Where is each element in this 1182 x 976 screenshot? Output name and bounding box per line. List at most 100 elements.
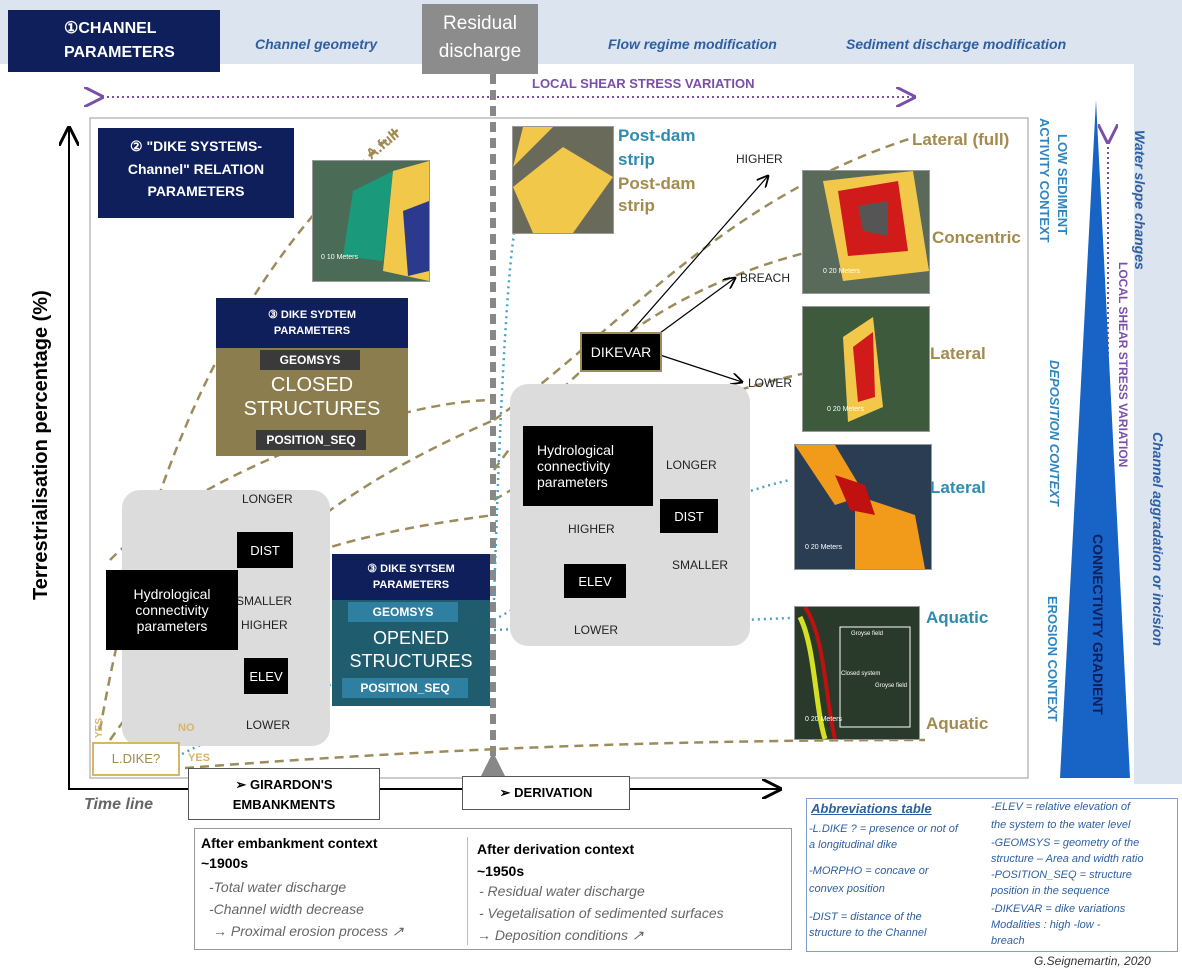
closed-pos: POSITION_SEQ xyxy=(256,430,366,450)
ctx-left-i2: -Channel width decrease xyxy=(209,901,364,917)
abbrev-c2-3: -GEOMSYS = geometry of the xyxy=(991,837,1140,849)
left-hydro-l2: connectivity xyxy=(135,602,209,618)
timeline-label: Time line xyxy=(84,796,154,813)
abbrev-c2-9: breach xyxy=(991,935,1025,947)
abbrev-table: Abbreviations table -L.DIKE ? = presence… xyxy=(806,798,1178,952)
abbrev-c2-1: -ELEV = relative elevation of xyxy=(991,801,1131,813)
girardon-l2: EMBANKMENTS xyxy=(232,797,336,812)
dikevar-box: DIKEVAR xyxy=(580,332,662,372)
abbrev-c2-2: the system to the water level xyxy=(991,819,1131,831)
channel-params-l2: PARAMETERS xyxy=(64,44,175,61)
right-elev-box: ELEV xyxy=(564,564,626,598)
ctx-right-i3: → Deposition conditions ↗ xyxy=(477,927,644,943)
closed-hdr1: ③ DIKE SYDTEM xyxy=(267,309,357,321)
connectivity-gradient-triangle xyxy=(1060,100,1130,778)
ctx-left-i1: -Total water discharge xyxy=(209,879,347,895)
dikevar-breach-arrow xyxy=(659,278,735,334)
postdam-teal-l1: Post-dam xyxy=(618,126,696,145)
dike-rel-l3: PARAMETERS xyxy=(147,183,245,199)
ldike-box: L.DIKE? xyxy=(92,742,180,776)
abbrev-c2-8: Modalities : high -low - xyxy=(991,919,1101,931)
ldike-no: NO xyxy=(178,722,195,734)
left-smaller: SMALLER xyxy=(236,594,293,608)
opened-pos: POSITION_SEQ xyxy=(342,678,468,698)
channel-aggr-label: Channel aggradation or incision xyxy=(1150,432,1166,646)
left-lower: LOWER xyxy=(246,718,291,732)
lateral-full-label: Lateral (full) xyxy=(912,130,1010,149)
closed-title1: CLOSED xyxy=(270,374,354,396)
photo1-scale: 0 10 Meters xyxy=(321,254,358,261)
aerial-photo-postdam xyxy=(512,126,614,234)
abbrev-c2-7: -DIKEVAR = dike variations xyxy=(991,903,1126,915)
lateral-label-1: Lateral xyxy=(930,344,986,363)
left-hydro-params-box: Hydrological connectivity parameters xyxy=(106,570,238,650)
concentric-label: Concentric xyxy=(932,228,1021,247)
closed-geomsys: GEOMSYS xyxy=(260,350,360,370)
aquatic-label-2: Aquatic xyxy=(926,714,989,733)
left-dist-box: DIST xyxy=(237,532,293,568)
aerial-photo-lateral-teal: 0 20 Meters xyxy=(794,444,932,570)
opened-geomsys: GEOMSYS xyxy=(348,602,458,622)
right-hydro-params-box: Hydrological connectivity parameters xyxy=(523,426,653,506)
left-hydro-l1: Hydrological xyxy=(133,586,211,602)
closed-structures-block: ③ DIKE SYDTEM PARAMETERS GEOMSYS CLOSED … xyxy=(216,298,408,456)
abbrev-c1-6: structure to the Channel xyxy=(809,927,927,939)
photo3-scale: 0 20 Meters xyxy=(823,268,860,275)
opened-structures-block: ③ DIKE SYTSEM PARAMETERS GEOMSYS OPENED … xyxy=(332,554,490,706)
photo6-closed: Closed system xyxy=(841,671,881,677)
abbrev-title: Abbreviations table xyxy=(811,801,932,816)
derivation-box: ➢ DERIVATION xyxy=(462,776,630,810)
dike-rel-l1: ② "DIKE SYSTEMS- xyxy=(130,138,262,154)
abbrev-c2-6: position in the sequence xyxy=(991,885,1110,897)
curve-lateral-full xyxy=(493,136,913,422)
photo6-scale: 0 20 Meters xyxy=(805,716,842,723)
ldike-yes-2: YES xyxy=(188,752,211,764)
dikevar-breach: BREACH xyxy=(740,271,791,285)
postdam-gold-l2: strip xyxy=(618,196,655,215)
right-lower: LOWER xyxy=(574,623,619,637)
dikevar-higher: HIGHER xyxy=(736,152,783,166)
ctx-left-i3: → Proximal erosion process ↗ xyxy=(213,923,404,939)
ldike-yes-1: YES xyxy=(94,717,105,738)
flow-regime-label: Flow regime modification xyxy=(608,36,777,52)
left-elev-box: ELEV xyxy=(244,658,288,694)
residual-discharge-box: Residual discharge xyxy=(422,4,538,74)
left-longer: LONGER xyxy=(242,492,293,506)
lateral-label-2: Lateral xyxy=(930,478,986,497)
girardon-box: ➢ GIRARDON'S EMBANKMENTS xyxy=(188,768,380,820)
abbrev-c2-5: -POSITION_SEQ = structure xyxy=(991,869,1132,881)
derivation-marker xyxy=(481,752,505,776)
postdam-teal-l2: strip xyxy=(618,150,655,169)
girardon-l1: ➢ GIRARDON'S xyxy=(235,777,333,792)
abbrev-c1-4: convex position xyxy=(809,883,885,895)
photo6-groyne2: Groyse field xyxy=(875,683,908,689)
y-axis-label: Terrestrialisation percentage (%) xyxy=(30,290,52,600)
context-box: After embankment context ~1900s -Total w… xyxy=(194,828,792,950)
right-hydro-l1: Hydrological xyxy=(537,442,615,458)
water-slope-label: Water slope changes xyxy=(1132,130,1148,270)
dikevar-lower: LOWER xyxy=(748,376,793,390)
aerial-photo-lateral: 0 20 Meters xyxy=(802,306,930,432)
abbrev-c1-5: -DIST = distance of the xyxy=(809,911,922,923)
dikevar-lower-arrow xyxy=(659,354,742,382)
abbrev-c1-3: -MORPHO = concave or xyxy=(809,865,929,877)
left-higher: HIGHER xyxy=(241,618,288,632)
opened-title1: OPENED xyxy=(372,628,450,648)
channel-params-box: ①CHANNEL PARAMETERS xyxy=(8,10,220,72)
photo5-scale: 0 20 Meters xyxy=(805,544,842,551)
deposition-label: DEPOSITION CONTEXT xyxy=(1047,360,1062,506)
photo4-scale: 0 20 Meters xyxy=(827,406,864,413)
closed-title2: STRUCTURES xyxy=(243,398,381,420)
ctx-divider xyxy=(467,837,468,945)
curve-left-2 xyxy=(109,398,495,561)
aerial-photo-aquatic: Groyse field Closed system Groyse field … xyxy=(794,606,920,740)
opened-title2: STRUCTURES xyxy=(349,651,473,671)
sediment-label: Sediment discharge modification xyxy=(846,36,1067,52)
erosion-label: EROSION CONTEXT xyxy=(1045,596,1060,722)
ctx-right-title: After derivation context xyxy=(477,841,635,857)
aerial-photo-1: 0 10 Meters xyxy=(312,160,430,282)
abbrev-c1-2: a longitudinal dike xyxy=(809,839,898,851)
ctx-left-title: After embankment context xyxy=(201,835,378,851)
ctx-left-date: ~1900s xyxy=(201,855,249,871)
right-smaller: SMALLER xyxy=(672,558,729,572)
